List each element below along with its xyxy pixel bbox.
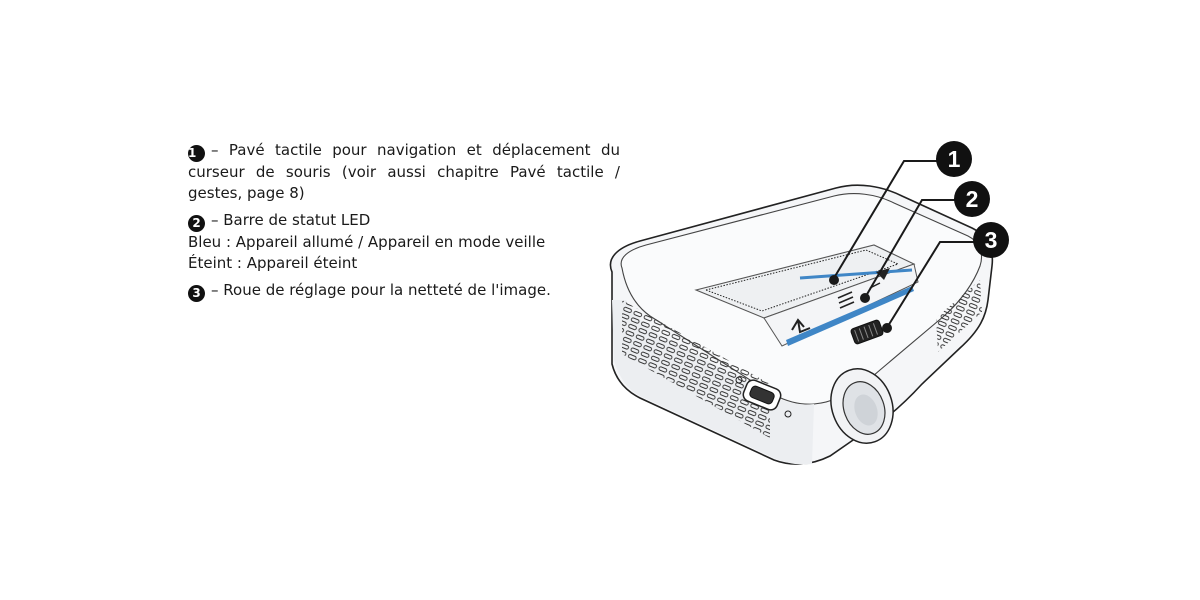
legend-number-2: 2 (188, 215, 205, 232)
legend-number-3: 3 (188, 285, 205, 302)
projector-diagram: 1 2 3 (609, 141, 1009, 465)
legend-number-1: 1 (188, 145, 205, 162)
legend-item-2: 2 – Barre de statut LED Bleu : Appareil a… (188, 210, 620, 274)
legend-1-line-1: – Pavé tactile pour navigation et déplac… (211, 141, 620, 159)
menu-icon (837, 291, 855, 309)
legend-1-line-3: gestes, page 8) (188, 184, 305, 202)
led-status-bar-upper (799, 268, 913, 280)
side-connector (735, 376, 792, 418)
led-status-bar (786, 286, 914, 346)
callout-1: 1 (936, 141, 972, 177)
callout-2-label: 2 (966, 186, 979, 212)
legend: 1 – Pavé tactile pour navigation et dépla… (188, 140, 620, 308)
legend-item-1: 1 – Pavé tactile pour navigation et dépla… (188, 140, 620, 204)
legend-1-line-2: curseur de souris (voir aussi chapitre P… (188, 163, 620, 181)
lens (830, 368, 894, 444)
focus-wheel (850, 319, 884, 345)
projector-body (609, 184, 994, 465)
callout-3: 3 (973, 222, 1009, 258)
callout-leaders (833, 160, 976, 327)
callout-1-label: 1 (948, 146, 961, 172)
back-arrow-icon (791, 318, 811, 334)
legend-2-line-1: – Barre de statut LED (211, 211, 371, 229)
callout-2: 2 (954, 181, 990, 217)
callout-3-label: 3 (985, 227, 998, 253)
legend-2-line-3: Éteint : Appareil éteint (188, 254, 358, 272)
callout-dots (829, 275, 892, 333)
legend-2-line-2: Bleu : Appareil allumé / Appareil en mod… (188, 233, 546, 251)
legend-3-line-1: – Roue de réglage pour la netteté de l'i… (211, 281, 551, 299)
legend-item-3: 3 – Roue de réglage pour la netteté de l'… (188, 280, 620, 302)
